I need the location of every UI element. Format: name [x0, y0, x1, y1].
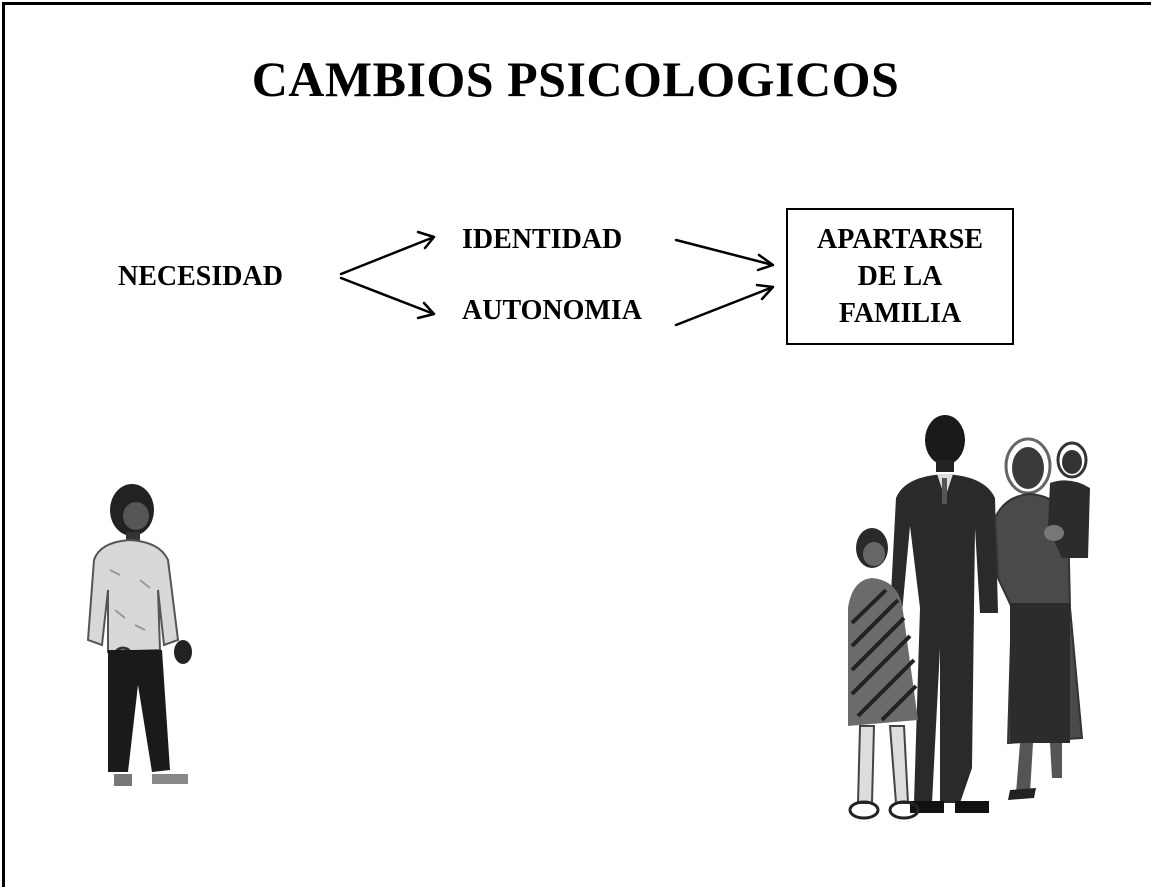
teen-figure-icon — [86, 484, 192, 786]
result-line-1: APARTARSE — [817, 224, 983, 255]
node-autonomia: AUTONOMIA — [462, 295, 642, 326]
node-apartarse-box: APARTARSE DE LA FAMILIA — [786, 208, 1014, 345]
result-line-2: DE LA — [857, 261, 943, 292]
slide-title: CAMBIOS PSICOLOGICOS — [251, 51, 900, 107]
node-necesidad: NECESIDAD — [118, 261, 283, 292]
node-identidad: IDENTIDAD — [462, 224, 623, 255]
result-line-3: FAMILIA — [838, 298, 962, 329]
family-group-icon — [848, 415, 1090, 820]
